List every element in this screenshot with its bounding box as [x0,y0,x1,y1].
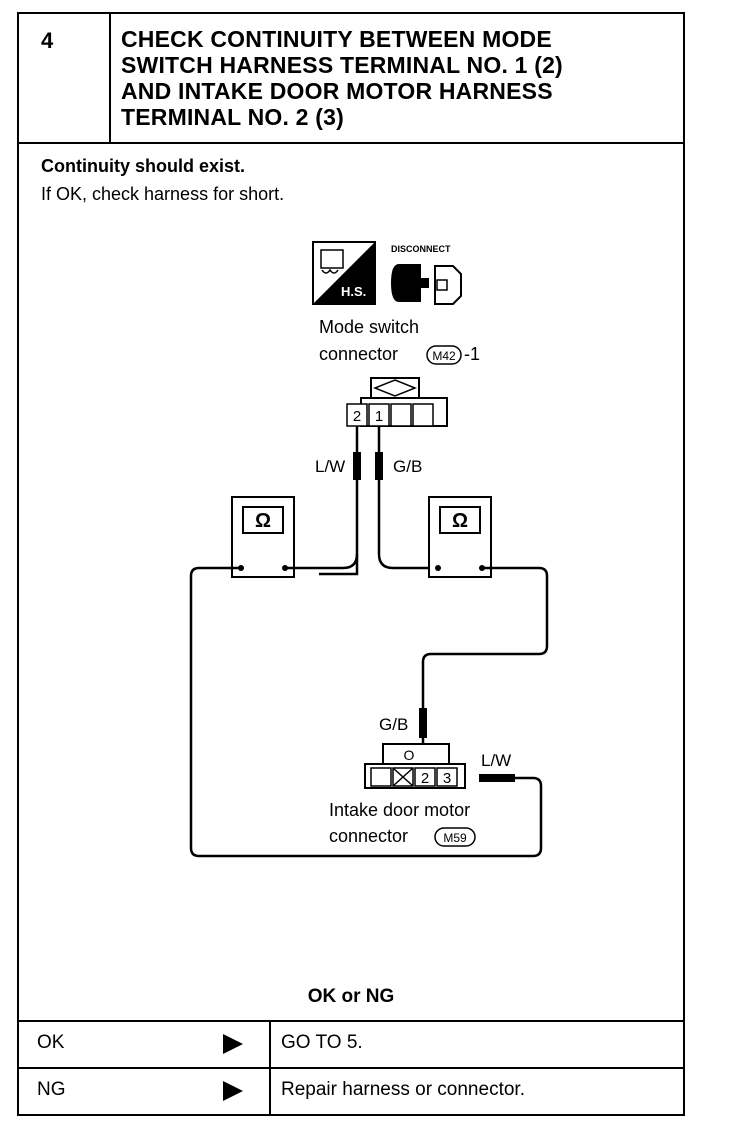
column-divider [269,1069,271,1114]
ohmmeter-left: Ω [231,496,295,578]
step-number-cell: 4 [19,14,111,142]
disconnect-icon: DISCONNECT [391,244,462,305]
result-label-ng: NG [37,1079,66,1100]
mode-pin-1: 1 [375,408,383,425]
arrow-right-icon [223,1034,243,1054]
result-action-ng: Repair harness or connector. [281,1079,525,1100]
wire-label-gb-bottom: G/B [379,715,408,734]
disconnect-label: DISCONNECT [391,244,451,254]
result-action-ok: GO TO 5. [281,1032,363,1053]
column-divider [269,1022,271,1067]
wire-label-lw-top: L/W [315,457,345,476]
step-title-line: TERMINAL NO. 2 (3) [121,104,344,130]
step-frame: 4 CHECK CONTINUITY BETWEEN MODE SWITCH H… [17,12,685,1116]
mode-switch-suffix: -1 [464,344,480,364]
intake-door-motor-connector: O 2 3 [364,743,466,789]
harness-side-icon: H.S. [312,241,376,305]
step-title-line: CHECK CONTINUITY BETWEEN MODE [121,26,552,52]
result-table: OK GO TO 5. NG Repair harness or connect… [19,1020,683,1114]
intake-label-line1: Intake door motor [329,800,470,820]
mode-switch-label-line1: Mode switch [319,317,419,337]
mode-switch-connector: 2 1 [346,377,448,427]
hs-label: H.S. [341,284,366,299]
intake-pin-2: 2 [421,770,429,787]
step-title-line: AND INTAKE DOOR MOTOR HARNESS [121,78,553,104]
ohmmeter-right: Ω [428,496,492,578]
result-label-ok: OK [37,1032,65,1053]
wire-label-gb-top: G/B [393,457,422,476]
step-title-line: SWITCH HARNESS TERMINAL NO. 1 (2) [121,52,563,78]
step-header: 4 CHECK CONTINUITY BETWEEN MODE SWITCH H… [19,14,683,144]
mode-switch-label-line2: connector [319,344,398,364]
ok-ng-title: OK or NG [307,986,395,1007]
mode-switch-code: M42 [432,349,456,363]
intake-marker: O [404,747,415,763]
arrow-right-icon [223,1081,243,1101]
mode-pin-2: 2 [353,408,361,425]
ohm-symbol-left: Ω [255,510,271,532]
check-instruction: If OK, check harness for short. [41,184,285,204]
ohm-symbol-right: Ω [452,510,468,532]
result-row-ok: OK GO TO 5. [19,1020,683,1067]
intake-code: M59 [443,831,467,845]
step-title: CHECK CONTINUITY BETWEEN MODE SWITCH HAR… [121,26,681,130]
intake-label-line2: connector [329,826,408,846]
result-row-ng: NG Repair harness or connector. [19,1067,683,1114]
intake-pin-3: 3 [443,770,451,787]
check-criterion: Continuity should exist. [41,156,246,176]
step-number: 4 [41,28,54,53]
continuity-diagram: H.S. DISCONNECT Mode switch connector M4… [189,241,549,858]
wire-label-lw-bottom: L/W [481,751,511,770]
